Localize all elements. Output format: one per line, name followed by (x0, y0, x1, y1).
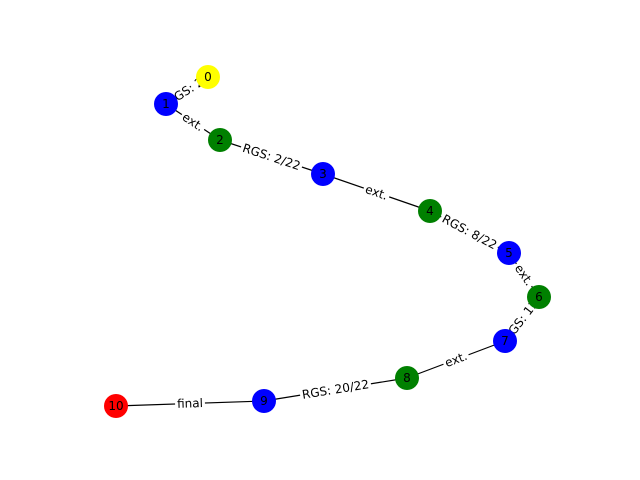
edge-label-group: RGS: 8/22 (437, 209, 502, 255)
node-label: 0 (204, 70, 212, 84)
node-circle (208, 128, 232, 152)
node-6: 6 (527, 285, 551, 309)
node-label: 4 (426, 204, 434, 218)
edge-label: RGS: 8/22 (440, 212, 500, 253)
edge-2-3: RGS: 2/22 (219, 139, 324, 175)
edge-label-background (298, 375, 373, 404)
node-label: 5 (505, 246, 513, 260)
edge-label: RGS: 2/22 (241, 141, 302, 173)
node-7: 7 (493, 329, 517, 353)
edge-9-10: final (115, 395, 265, 412)
node-2: 2 (208, 128, 232, 152)
node-circle (154, 92, 178, 116)
edge-label-background (174, 395, 206, 412)
node-circle (527, 285, 551, 309)
edge-label-background (361, 180, 392, 205)
edge-label-group: ext. (440, 347, 472, 372)
edge-7-8: ext. (406, 340, 506, 379)
edge-label-group: ext. (361, 180, 392, 205)
node-label: 10 (108, 399, 123, 413)
edge-label-background (509, 259, 539, 291)
node-circle (252, 389, 276, 413)
edge-label-group: RGS: 20/22 (298, 375, 373, 404)
node-10: 10 (104, 394, 128, 418)
node-label: 7 (501, 334, 509, 348)
edge-label-background (238, 139, 305, 175)
node-8: 8 (395, 366, 419, 390)
edge-label: RGS: 20/22 (301, 377, 370, 402)
node-circle (311, 162, 335, 186)
nodes-layer: 0 1 2 3 4 5 6 7 8 9 10 (104, 65, 551, 418)
edge-3-4: ext. (322, 173, 431, 212)
node-label: 1 (162, 97, 170, 111)
node-5: 5 (497, 241, 521, 265)
node-circle (493, 329, 517, 353)
edge-label-group: ext. (177, 107, 209, 137)
edge-4-5: RGS: 8/22 (429, 209, 510, 255)
node-circle (196, 65, 220, 89)
node-circle (104, 394, 128, 418)
node-4: 4 (418, 199, 442, 223)
node-0: 0 (196, 65, 220, 89)
node-1: 1 (154, 92, 178, 116)
node-circle (497, 241, 521, 265)
edge-label-group: RGS: 2/22 (238, 139, 305, 175)
edge-label-background (440, 347, 472, 372)
edge-label-group: final (174, 395, 206, 412)
edge-label: ext. (443, 349, 469, 370)
edge-8-9: RGS: 20/22 (263, 375, 408, 404)
node-label: 6 (535, 290, 543, 304)
edge-label-background (177, 107, 209, 137)
node-9: 9 (252, 389, 276, 413)
node-label: 9 (260, 394, 268, 408)
node-label: 8 (403, 371, 411, 385)
edge-label-group: ext. (509, 259, 539, 291)
node-circle (395, 366, 419, 390)
edge-label-background (437, 209, 502, 255)
node-circle (418, 199, 442, 223)
edge-label: ext. (363, 182, 389, 203)
edge-label: final (177, 396, 203, 411)
node-3: 3 (311, 162, 335, 186)
node-label: 3 (319, 167, 327, 181)
node-label: 2 (216, 133, 224, 147)
